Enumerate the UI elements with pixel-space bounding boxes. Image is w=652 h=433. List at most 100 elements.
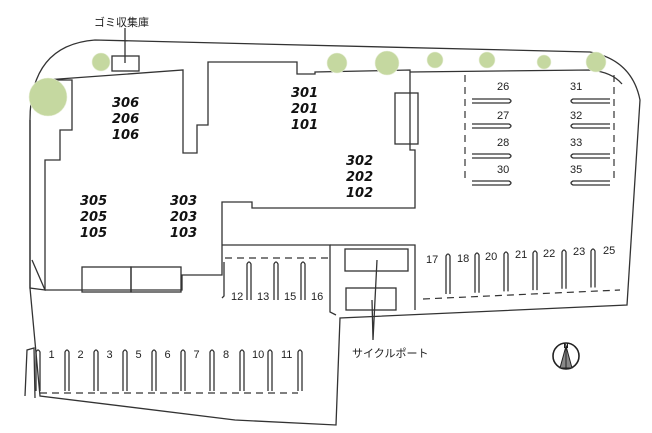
parking-number: 35 — [570, 164, 582, 176]
stall-divider — [561, 249, 567, 289]
bottom-row-slots: 1 2 3 5 6 7 8 10 11 — [35, 349, 303, 391]
unit-number: 205 — [80, 210, 107, 225]
right-lot-dash — [422, 289, 621, 300]
stall-divider — [239, 349, 245, 391]
stall-divider — [474, 252, 480, 293]
stall-divider — [151, 349, 157, 391]
parking-number: 30 — [497, 164, 509, 176]
stall-divider — [590, 248, 596, 288]
stall-divider — [267, 349, 273, 391]
cycle-port-label: サイクルポート — [352, 347, 428, 360]
cycle-port-shelter-2 — [345, 287, 397, 311]
stall-divider — [93, 349, 99, 391]
unit-number: 106 — [112, 128, 139, 143]
units-east-south: 302 202 102 — [346, 154, 373, 201]
parking-number: 27 — [497, 110, 509, 122]
stall-divider — [472, 123, 512, 129]
tree-icon — [426, 51, 444, 69]
unit-number: 201 — [291, 102, 318, 117]
unit-number: 202 — [346, 170, 373, 185]
units-east-north: 301 201 101 — [291, 86, 318, 133]
stall-divider — [570, 153, 610, 159]
tree-icon — [374, 50, 400, 76]
garbage-storage-label: ゴミ収集庫 — [94, 15, 149, 29]
stall-divider — [570, 98, 610, 104]
parking-number: 26 — [497, 81, 509, 93]
parking-number: 23 — [573, 246, 585, 258]
parking-number: 3 — [107, 349, 113, 361]
middle-lot-edge — [222, 244, 337, 316]
parking-number: 2 — [78, 349, 84, 361]
parking-number: 8 — [223, 349, 229, 361]
parking-number: 16 — [311, 291, 323, 303]
parking-number: 28 — [497, 137, 509, 149]
tree-icon — [536, 54, 552, 70]
building-west — [44, 61, 416, 291]
parking-number: 20 — [485, 251, 497, 263]
east-annex — [394, 92, 419, 145]
cycle-port-area — [330, 244, 416, 310]
parking-number: 33 — [570, 137, 582, 149]
unit-number: 203 — [170, 210, 197, 225]
cycle-port-leader-line — [371, 259, 378, 341]
right-row-slots: 17 18 20 21 22 23 25 — [426, 245, 615, 294]
trees — [28, 50, 607, 117]
stall-divider — [180, 349, 186, 391]
unit-number: 302 — [346, 154, 373, 169]
stall-divider — [570, 123, 610, 129]
parking-number: 10 — [252, 349, 264, 361]
stall-divider — [273, 261, 279, 300]
parking-number: 31 — [570, 81, 582, 93]
stall-divider — [532, 250, 538, 291]
compass-label: N — [563, 343, 568, 350]
stall-divider — [503, 251, 509, 292]
units-west-south-left: 305 205 105 — [80, 194, 107, 241]
top-column-slots: 26 27 28 30 31 32 33 35 — [472, 81, 610, 186]
stall-divider — [472, 153, 512, 159]
stall-divider — [445, 253, 451, 294]
parking-number: 21 — [515, 249, 527, 261]
unit-number: 305 — [80, 194, 107, 209]
parking-number: 7 — [194, 349, 200, 361]
entrance-box-right — [130, 266, 182, 293]
inner-road-edge — [29, 120, 47, 291]
parking-number: 18 — [457, 253, 469, 265]
bottom-lot-end-stall — [24, 347, 36, 399]
stall-divider — [300, 261, 306, 300]
tree-icon — [478, 51, 496, 69]
tree-icon — [91, 52, 111, 72]
units-west-south-right: 303 203 103 — [170, 194, 197, 241]
parking-number: 22 — [543, 248, 555, 260]
unit-number: 303 — [170, 194, 197, 209]
parking-number: 13 — [257, 291, 269, 303]
stall-divider — [570, 180, 610, 186]
parking-number: 11 — [281, 349, 292, 361]
parking-number: 15 — [284, 291, 296, 303]
stall-divider — [122, 349, 128, 391]
tree-icon — [28, 77, 68, 117]
stall-divider — [297, 349, 303, 391]
tree-icon — [585, 51, 607, 73]
unit-number: 103 — [170, 226, 197, 241]
parking-number: 32 — [570, 110, 582, 122]
unit-number: 101 — [291, 118, 318, 133]
tree-icon — [326, 52, 348, 74]
parking-number: 1 — [49, 349, 55, 361]
stall-divider — [209, 349, 215, 391]
parking-number: 17 — [426, 254, 438, 266]
units-west-north: 306 206 106 — [112, 96, 139, 143]
unit-number: 306 — [112, 96, 139, 111]
parking-number: 6 — [165, 349, 171, 361]
stall-divider — [64, 349, 70, 391]
stall-divider — [472, 98, 512, 104]
unit-number: 102 — [346, 186, 373, 201]
north-arrow-icon: N — [552, 342, 580, 370]
unit-number: 206 — [112, 112, 139, 127]
entrance-box-left — [81, 266, 132, 293]
unit-number: 105 — [80, 226, 107, 241]
stall-divider — [246, 261, 252, 300]
parking-number: 5 — [136, 349, 142, 361]
parking-number: 12 — [231, 291, 243, 303]
parking-number: 25 — [603, 245, 615, 257]
